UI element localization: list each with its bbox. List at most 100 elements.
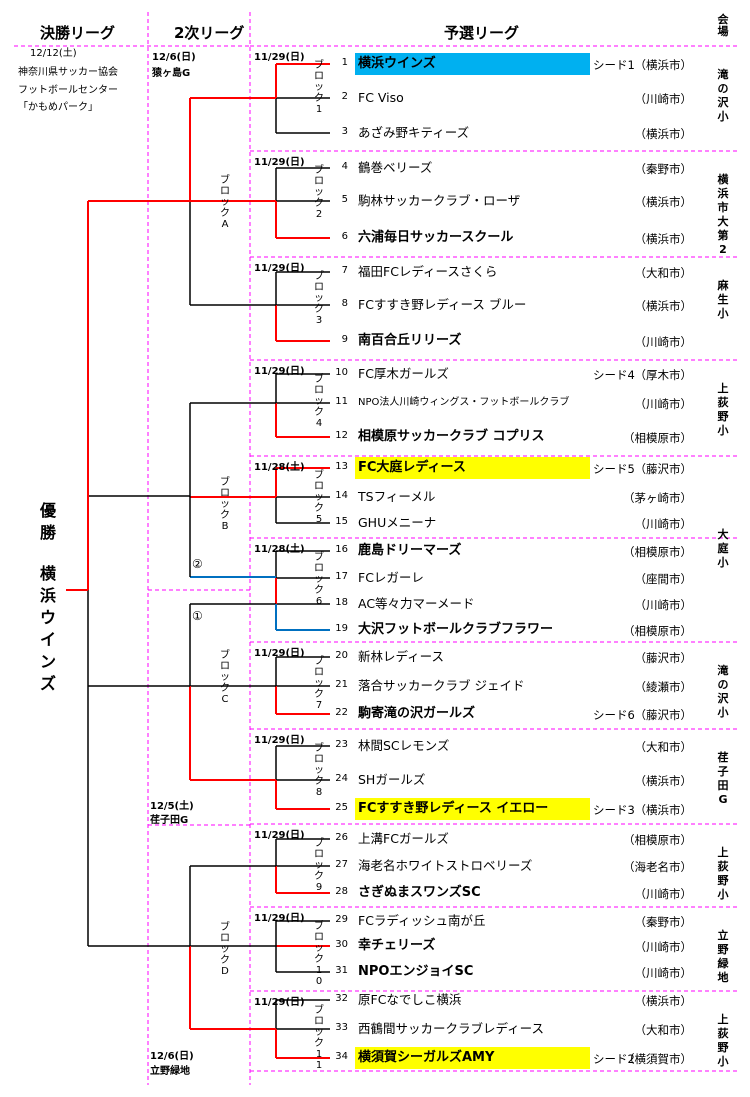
- second-mid-venue: 荏子田G: [150, 815, 189, 826]
- team-city: （大和市）: [634, 266, 693, 280]
- team-city: （横浜市）: [634, 127, 693, 141]
- team-number: 14: [335, 490, 348, 501]
- second-mid-date: 12/5(土): [150, 801, 194, 812]
- final-date: 12/12(土): [30, 48, 77, 59]
- group-date: 11/29(日): [254, 997, 305, 1008]
- final-venue-line2: フットボールセンター: [18, 85, 118, 96]
- team-city: （綾瀬市）: [634, 680, 693, 694]
- team-city: （秦野市）: [634, 915, 693, 929]
- team-name: 西鶴間サッカークラブレディース: [358, 1021, 545, 1036]
- team-number: 23: [335, 739, 348, 750]
- team-city: （川崎市）: [634, 940, 693, 954]
- team-seed: シード6: [593, 708, 635, 722]
- team-number: 16: [335, 544, 348, 555]
- team-name: 上溝FCガールズ: [358, 831, 449, 846]
- team-number: 34: [335, 1051, 348, 1062]
- team-name: 原FCなでしこ横浜: [358, 992, 462, 1007]
- team-city: （川崎市）: [634, 517, 693, 531]
- group-block-label: ブロック5: [314, 470, 324, 525]
- team-name: FC厚木ガールズ: [358, 366, 449, 381]
- team-seed: シード4: [593, 368, 635, 382]
- group-date: 11/29(日): [254, 913, 305, 924]
- second-bottom-date: 12/6(日): [150, 1051, 194, 1062]
- team-city: （川崎市）: [634, 598, 693, 612]
- group-date: 11/28(土): [254, 544, 305, 555]
- team-city: （座間市）: [634, 572, 693, 586]
- team-city: （川崎市）: [634, 92, 693, 106]
- group-date: 11/29(日): [254, 157, 305, 168]
- prelim-league-header: 予選リーグ: [444, 24, 520, 42]
- group-block-label: ブロック1: [314, 60, 324, 115]
- group-date: 11/29(日): [254, 52, 305, 63]
- final-league-header: 決勝リーグ: [40, 24, 116, 42]
- team-number: 6: [341, 231, 348, 242]
- group-venue: 上荻野小: [717, 1013, 729, 1068]
- team-city: （相模原市）: [623, 431, 692, 445]
- team-city: （相模原市）: [623, 833, 692, 847]
- team-name: あざみ野キティーズ: [358, 125, 470, 140]
- team-city: （川崎市）: [634, 335, 693, 349]
- group-venue: 上荻野小: [717, 846, 729, 901]
- team-number: 10: [335, 367, 348, 378]
- group-block-label: ブロック7: [314, 656, 324, 711]
- team-name: 林間SCレモンズ: [358, 738, 450, 753]
- group-date: 11/28(土): [254, 462, 305, 473]
- team-city: （川崎市）: [634, 887, 693, 901]
- team-number: 22: [335, 707, 348, 718]
- team-name: 横浜ウインズ: [355, 53, 590, 75]
- team-number: 25: [335, 802, 348, 813]
- team-number: 26: [335, 832, 348, 843]
- team-seed: シード1: [593, 58, 635, 72]
- final-venue-line3: 「かもめパーク」: [18, 102, 98, 113]
- marker-1: ①: [192, 609, 203, 623]
- team-city: （横浜市）: [634, 195, 693, 209]
- team-name: 大沢フットボールクラブフラワー: [358, 622, 554, 637]
- group-block-label: ブロック11: [314, 1005, 324, 1071]
- group-date: 11/29(日): [254, 263, 305, 274]
- team-number: 9: [341, 334, 348, 345]
- team-number: 2: [341, 91, 348, 102]
- team-name: 鶴巻ベリーズ: [358, 160, 433, 175]
- group-date: 11/29(日): [254, 648, 305, 659]
- team-name: GHUメニーナ: [358, 515, 437, 530]
- group-venue: 滝の沢小: [717, 68, 729, 123]
- team-name: 六浦毎日サッカースクール: [358, 230, 514, 245]
- second-league-header: 2次リーグ: [174, 24, 245, 42]
- team-name: FCラディッシュ南が丘: [358, 913, 486, 928]
- team-name: 横須賀シーガルズAMY: [355, 1047, 590, 1069]
- team-number: 20: [335, 650, 348, 661]
- team-name: FCレガーレ: [358, 570, 424, 585]
- team-city: （横浜市）: [634, 774, 693, 788]
- team-number: 28: [335, 886, 348, 897]
- group-date: 11/29(日): [254, 366, 305, 377]
- team-seed: シード5: [593, 462, 635, 476]
- team-city: （大和市）: [634, 1023, 693, 1037]
- second-block-d: ブロックD: [220, 922, 230, 977]
- team-number: 12: [335, 430, 348, 441]
- venue-header: 会場: [717, 13, 729, 38]
- team-city: （藤沢市）: [634, 462, 693, 476]
- group-venue: 上荻野小: [717, 382, 729, 437]
- team-number: 5: [341, 194, 348, 205]
- team-number: 27: [335, 859, 348, 870]
- group-date: 11/29(日): [254, 830, 305, 841]
- team-city: （川崎市）: [634, 966, 693, 980]
- team-number: 33: [335, 1022, 348, 1033]
- team-city: （藤沢市）: [634, 708, 693, 722]
- group-venue: 麻生小: [717, 279, 729, 320]
- team-number: 1: [341, 57, 348, 68]
- team-number: 18: [335, 597, 348, 608]
- team-number: 4: [341, 161, 348, 172]
- second-block-a: ブロックA: [220, 175, 230, 230]
- team-number: 30: [335, 939, 348, 950]
- team-number: 24: [335, 773, 348, 784]
- group-block-label: ブロック4: [314, 374, 324, 429]
- team-name: 落合サッカークラブ ジェイド: [358, 678, 525, 693]
- team-name: さぎぬまスワンズSC: [358, 885, 481, 900]
- team-city: （厚木市）: [634, 368, 693, 382]
- team-seed: シード3: [593, 803, 635, 817]
- champion-label: 優勝: [39, 501, 56, 542]
- team-name: 駒林サッカークラブ・ローザ: [358, 193, 521, 208]
- group-venue: 横浜市大第2: [717, 173, 729, 256]
- marker-2: ②: [192, 557, 203, 571]
